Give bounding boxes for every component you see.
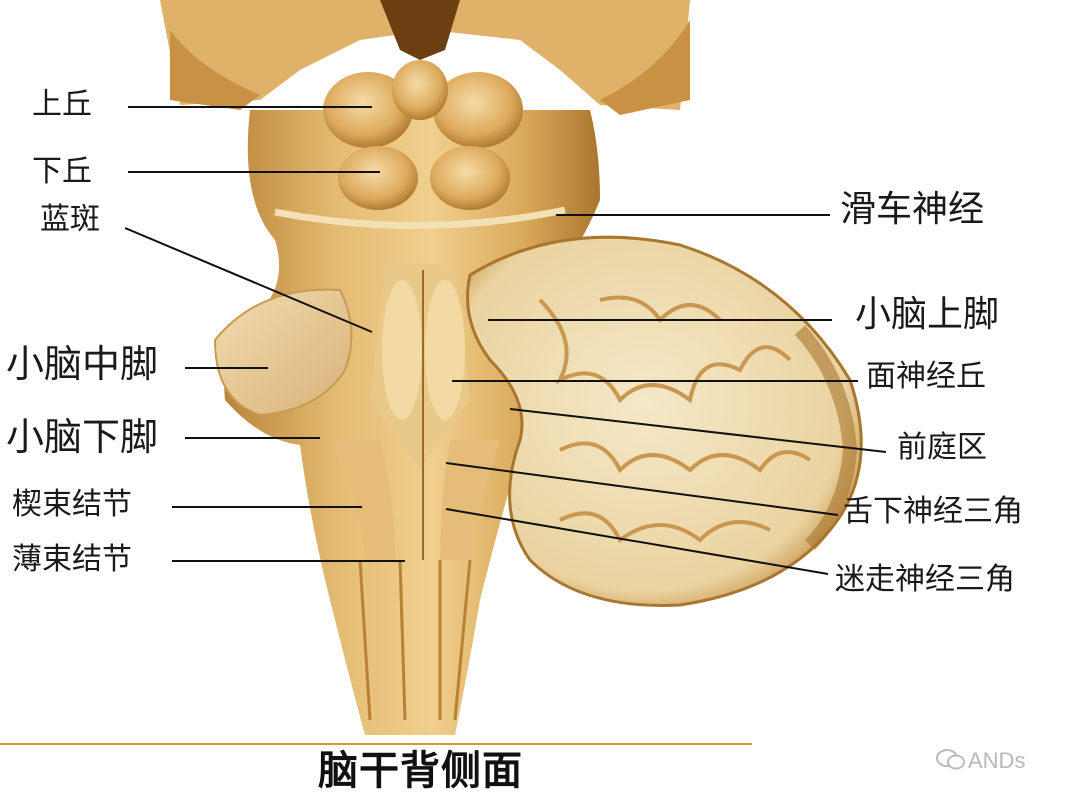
watermark-text: ANDs [968,748,1026,773]
label-trochlear-nerve: 滑车神经 [840,189,985,230]
figure-caption: 脑干背侧面 [318,748,523,794]
label-cuneate-tubercle: 楔束结节 [12,487,132,522]
label-inferior-cerebellar-peduncle: 小脑下脚 [6,415,159,459]
leader-qianting [509,408,887,453]
label-inferior-colliculus: 下丘 [32,154,92,189]
caption-rule [0,743,752,745]
leader-mizou [445,508,829,575]
leader-lanban [124,227,373,333]
inferior-colliculus-right [430,146,510,210]
superior-colliculus-right [433,72,523,148]
label-facial-colliculus: 面神经丘 [866,359,986,394]
label-gracile-tubercle: 薄束结节 [12,542,132,577]
middle-cerebellar-peduncle [213,288,353,417]
inferior-colliculus-left [338,146,418,210]
label-vestibular-area: 前庭区 [897,430,987,465]
label-middle-cerebellar-peduncle: 小脑中脚 [6,342,159,386]
wechat-icon [936,749,965,770]
superior-colliculus-left [323,72,413,148]
cerebellum-section [466,235,863,607]
label-hypoglossal-trigone: 舌下神经三角 [843,494,1023,529]
label-superior-colliculus: 上丘 [32,87,92,122]
leader-shexia [445,462,839,516]
label-superior-cerebellar-peduncle: 小脑上脚 [855,294,1000,335]
label-locus-coeruleus: 蓝斑 [40,202,100,237]
label-vagal-trigone: 迷走神经三角 [835,562,1015,597]
